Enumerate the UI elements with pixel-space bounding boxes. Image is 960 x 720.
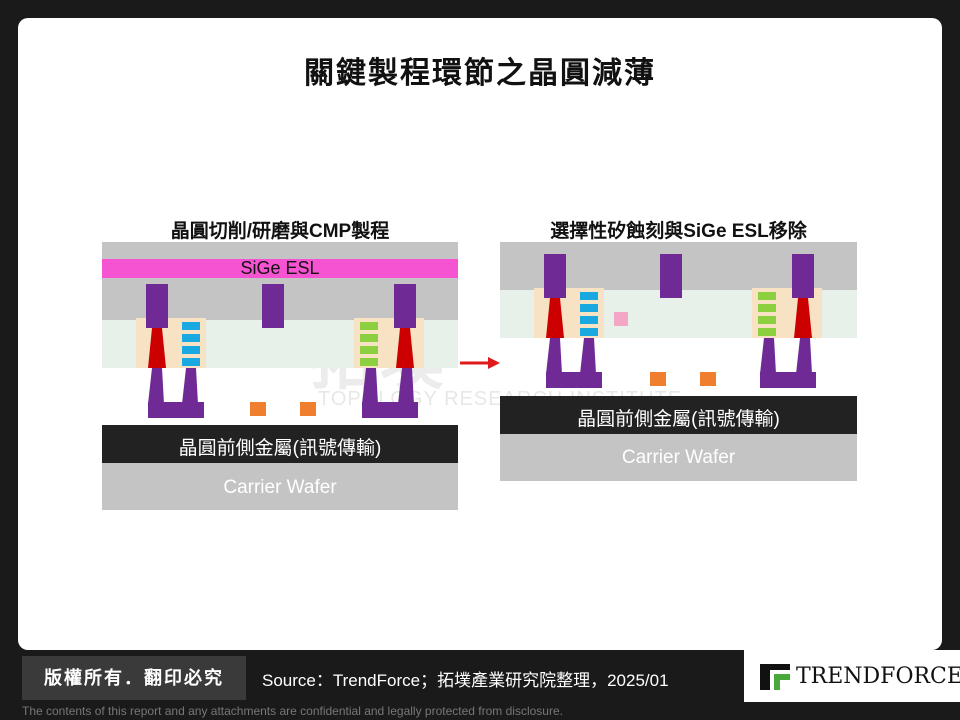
- right-orange-square-2: [700, 372, 716, 386]
- left-orange-square-2: [300, 402, 316, 416]
- left-green-bar-1: [360, 322, 378, 330]
- left-lower-contact-4: [398, 368, 414, 404]
- left-via-3: [394, 284, 416, 328]
- left-cyan-bar-3: [182, 346, 200, 354]
- right-green-bar-3: [758, 316, 776, 324]
- right-lower-contact-2: [580, 338, 596, 374]
- left-top-gray-layer: [102, 242, 458, 260]
- right-carrier-wafer-layer: [500, 434, 857, 481]
- process-arrow-icon: [460, 357, 500, 369]
- trendforce-logo-icon: [760, 664, 790, 690]
- right-green-bar-2: [758, 304, 776, 312]
- left-sige-esl-layer: [102, 259, 458, 278]
- right-bottom-pad-1: [546, 372, 602, 388]
- left-carrier-wafer-layer: [102, 463, 458, 510]
- left-device-diagram: [136, 284, 424, 418]
- copyright-badge: 版權所有．翻印必究: [22, 656, 246, 700]
- left-via-2: [262, 284, 284, 328]
- source-text: Source：TrendForce；拓墣產業研究院整理，2025/01: [262, 671, 669, 690]
- right-frontside-metal-label: 晶圓前側金屬(訊號傳輸): [577, 409, 780, 430]
- left-frontside-metal-layer: [102, 425, 458, 463]
- trendforce-logo-text: TRENDFORCE: [796, 664, 960, 689]
- right-pink-square: [614, 312, 628, 326]
- left-cyan-bar-2: [182, 334, 200, 342]
- right-frontside-metal-layer: [500, 396, 857, 434]
- left-green-bar-3: [360, 346, 378, 354]
- right-via-2: [660, 254, 682, 298]
- right-cyan-bar-1: [580, 292, 598, 300]
- right-carrier-wafer-label: Carrier Wafer: [621, 447, 736, 468]
- right-green-bar-4: [758, 328, 776, 336]
- left-lower-contact-3: [362, 368, 378, 404]
- left-carrier-wafer-label: Carrier Wafer: [223, 477, 337, 498]
- right-red-contact-1: [546, 298, 564, 338]
- left-sige-esl-label: SiGe ESL: [240, 258, 320, 278]
- left-bottom-pad-2: [362, 402, 418, 418]
- left-red-contact-2: [396, 328, 414, 368]
- left-cyan-bar-1: [182, 322, 200, 330]
- right-red-contact-2: [794, 298, 812, 338]
- left-lower-contact-1: [148, 368, 164, 404]
- left-green-bar-2: [360, 334, 378, 342]
- right-bottom-pad-2: [760, 372, 816, 388]
- left-orange-square-1: [250, 402, 266, 416]
- right-cyan-bar-4: [580, 328, 598, 336]
- right-via-3: [792, 254, 814, 298]
- left-via-1: [146, 284, 168, 328]
- right-cyan-bar-3: [580, 316, 598, 324]
- right-cyan-bar-2: [580, 304, 598, 312]
- right-device-diagram: [534, 254, 822, 388]
- right-panel-subtitle: 選擇性矽蝕刻與SiGe ESL移除: [550, 221, 807, 242]
- left-green-bar-4: [360, 358, 378, 366]
- right-orange-square-1: [650, 372, 666, 386]
- left-bottom-pad-1: [148, 402, 204, 418]
- slide-title: 關鍵製程環節之晶圓減薄: [304, 56, 656, 91]
- left-panel-subtitle: 晶圓切削/研磨與CMP製程: [170, 221, 390, 242]
- right-via-1: [544, 254, 566, 298]
- left-lower-contact-2: [182, 368, 198, 404]
- left-frontside-metal-label: 晶圓前側金屬(訊號傳輸): [178, 438, 382, 459]
- right-lower-contact-4: [796, 338, 812, 374]
- right-green-bar-1: [758, 292, 776, 300]
- right-lower-contact-1: [546, 338, 562, 374]
- left-red-contact-1: [148, 328, 166, 368]
- right-lower-contact-3: [760, 338, 776, 374]
- left-cyan-bar-4: [182, 358, 200, 366]
- disclaimer-text: The contents of this report and any atta…: [22, 704, 563, 718]
